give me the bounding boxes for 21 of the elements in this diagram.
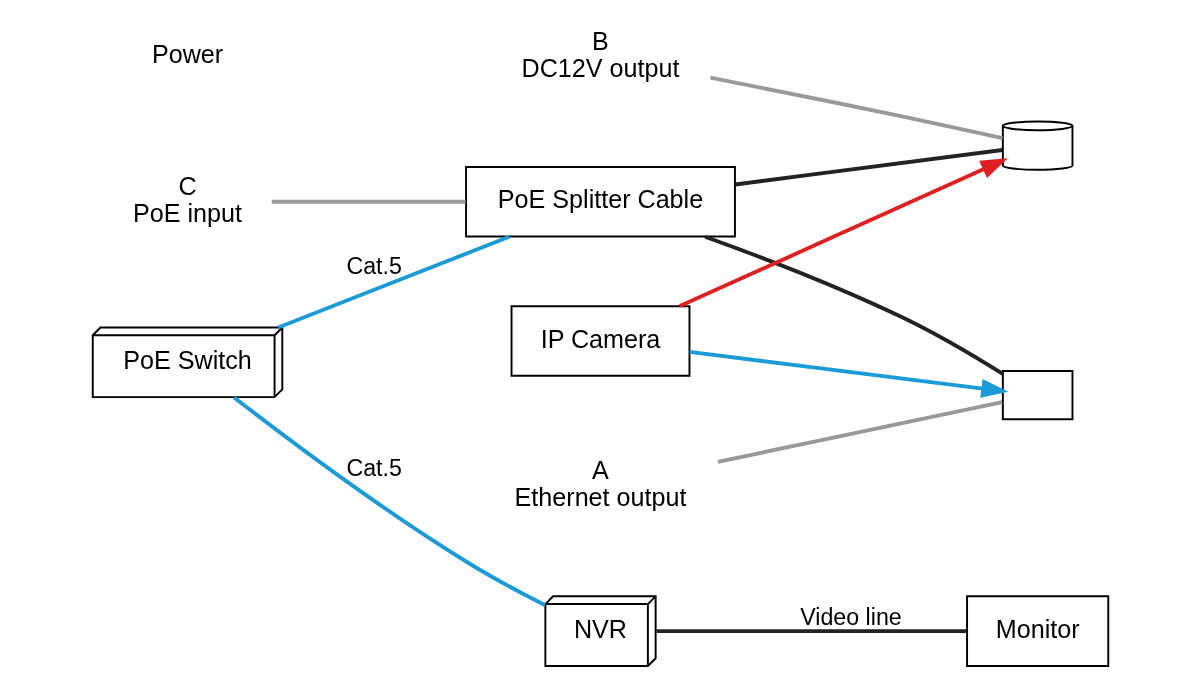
edge-label: Video line <box>799 603 902 630</box>
connector <box>717 400 1003 464</box>
node-box: Monitor <box>965 595 1109 667</box>
connector <box>277 234 510 330</box>
label: Power <box>151 40 223 69</box>
arrow <box>678 158 1008 308</box>
node-text: C PoE input <box>132 171 242 227</box>
connector <box>232 395 546 607</box>
node-box: PoE Splitter Cable <box>464 165 736 238</box>
node-box: IP Camera <box>510 305 690 377</box>
node-text: A Ethernet output <box>514 456 686 512</box>
connector <box>271 199 466 204</box>
connector <box>734 148 1003 187</box>
connector <box>655 629 967 634</box>
node-text: B DC12V output <box>521 26 679 82</box>
connector <box>703 234 1004 376</box>
edge-label: Cat.5 <box>345 454 402 481</box>
node-box <box>1001 370 1073 421</box>
edge-label: Cat.5 <box>345 253 402 280</box>
arrow <box>688 349 1008 398</box>
connector <box>709 75 1003 141</box>
